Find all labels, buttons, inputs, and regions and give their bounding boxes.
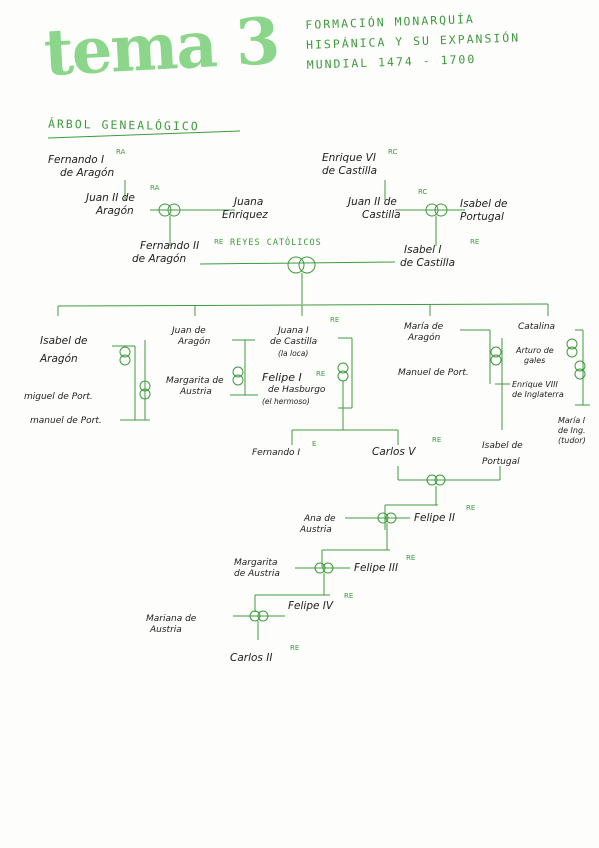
title-tag: RE bbox=[406, 554, 416, 562]
person-maria-aragon: María de Aragón bbox=[404, 322, 443, 344]
person-line: Enrique VI bbox=[322, 152, 376, 164]
title-tag: RE bbox=[344, 592, 354, 600]
person-juana-enriquez: Juana Enriquez bbox=[196, 196, 268, 222]
person-fernando-i-emperor: Fernando I bbox=[252, 448, 301, 458]
reyes-catolicos-label: REYES CATÓLICOS bbox=[230, 238, 322, 248]
person-line: (el hermoso) bbox=[262, 397, 310, 406]
person-line: de Aragón bbox=[132, 253, 187, 265]
person-line: Felipe I bbox=[262, 371, 302, 384]
person-line: Ana de bbox=[304, 514, 336, 524]
person-juana-i: Juana I de Castilla (la loca) bbox=[270, 326, 317, 359]
person-miguel-portugal: miguel de Port. bbox=[24, 392, 93, 402]
person-line: (tudor) bbox=[558, 436, 586, 445]
person-manuel-portugal-2: Manuel de Port. bbox=[398, 368, 469, 378]
person-line: de Inglaterra bbox=[512, 390, 564, 399]
person-line: de Castilla bbox=[270, 337, 318, 347]
person-ana-austria: Ana de Austria bbox=[300, 514, 336, 536]
person-line: Aragón bbox=[40, 353, 78, 365]
person-line: Austria bbox=[150, 625, 182, 635]
person-felipe-ii: Felipe II bbox=[414, 512, 455, 524]
person-line: Juan II de bbox=[348, 196, 397, 208]
person-felipe-iv: Felipe IV bbox=[288, 600, 334, 612]
person-line: Isabel I bbox=[404, 244, 442, 256]
person-line: gales bbox=[524, 356, 546, 365]
person-maria-tudor: María I de Ing. (tudor) bbox=[558, 416, 586, 446]
person-carlos-v: Carlos V bbox=[372, 446, 416, 458]
person-arturo: Arturo de gales bbox=[516, 346, 554, 366]
person-juan-aragon: Juan de Aragón bbox=[172, 326, 210, 348]
person-line: de Castilla bbox=[400, 257, 456, 269]
person-line: Enriquez bbox=[222, 209, 268, 221]
person-line: María de bbox=[404, 322, 444, 332]
person-line: (la loca) bbox=[278, 349, 309, 358]
person-line: Mariana de bbox=[146, 614, 197, 624]
person-line: Enrique VIII bbox=[512, 380, 558, 389]
person-line: Portugal bbox=[460, 211, 504, 223]
person-carlos-ii: Carlos II bbox=[230, 652, 273, 664]
person-isabel-aragon: Isabel de Aragón bbox=[40, 332, 88, 368]
person-juan-ii-castilla: Juan II de Castilla bbox=[348, 196, 401, 222]
person-margarita-austria-2: Margarita de Austria bbox=[234, 558, 280, 580]
person-catalina: Catalina bbox=[518, 322, 556, 332]
person-line: Aragón bbox=[408, 333, 441, 343]
title-tag: RC bbox=[418, 188, 428, 196]
person-line: Isabel de bbox=[40, 335, 88, 347]
person-line: Fernando I bbox=[48, 154, 105, 166]
person-line: Isabel de bbox=[460, 198, 508, 210]
person-enrique-viii: Enrique VIII de Inglaterra bbox=[512, 380, 564, 400]
person-juan-ii-aragon: Juan II de Aragón bbox=[86, 192, 135, 218]
person-fernando-ii: Fernando II de Aragón bbox=[132, 240, 199, 266]
person-line: Juan de bbox=[172, 326, 206, 336]
person-line: Austria bbox=[180, 387, 212, 397]
person-line: Aragón bbox=[96, 205, 134, 217]
person-line: de Aragón bbox=[60, 167, 115, 179]
person-line: Castilla bbox=[362, 209, 401, 221]
person-line: de Ing. bbox=[558, 426, 586, 435]
title-tag: RE bbox=[330, 316, 340, 324]
person-line: María I bbox=[558, 416, 586, 425]
title-tag: RE bbox=[466, 504, 476, 512]
person-isabel-portugal-2: Isabel de Portugal bbox=[482, 438, 523, 470]
person-felipe-iii: Felipe III bbox=[354, 562, 399, 574]
person-line: de Hasburgo bbox=[268, 385, 326, 395]
title-tag: RE bbox=[290, 644, 300, 652]
title-tag: E bbox=[312, 440, 317, 448]
person-fernando-i: Fernando I de Aragón bbox=[48, 154, 114, 180]
title-tag: RE bbox=[316, 370, 326, 378]
person-line: Portugal bbox=[482, 457, 520, 467]
person-line: Austria bbox=[300, 525, 332, 535]
person-line: Margarita bbox=[234, 558, 278, 568]
person-felipe-i: Felipe I de Hasburgo (el hermoso) bbox=[262, 372, 325, 408]
title-tag: RA bbox=[116, 148, 126, 156]
person-line: Fernando II bbox=[140, 240, 200, 252]
person-mariana-austria: Mariana de Austria bbox=[146, 614, 196, 636]
title-tag: RC bbox=[388, 148, 398, 156]
person-isabel-i: Isabel I de Castilla bbox=[400, 244, 455, 270]
person-line: de Austria bbox=[234, 569, 280, 579]
person-line: Aragón bbox=[178, 337, 211, 347]
title-tag: RE bbox=[214, 238, 224, 246]
person-enrique-vi: Enrique VI de Castilla bbox=[322, 152, 377, 178]
person-line: de Castilla bbox=[322, 165, 378, 177]
person-manuel-portugal-1: manuel de Port. bbox=[30, 416, 102, 426]
person-line: Arturo de bbox=[516, 346, 554, 355]
person-line: Margarita de bbox=[166, 376, 224, 386]
person-isabel-portugal: Isabel de Portugal bbox=[460, 198, 508, 224]
title-tag: RE bbox=[470, 238, 480, 246]
person-line: Juana bbox=[234, 196, 264, 208]
title-tag: RE bbox=[432, 436, 442, 444]
person-line: Juan II de bbox=[86, 192, 135, 204]
title-tag: RA bbox=[150, 184, 160, 192]
person-line: Juana I bbox=[278, 326, 309, 336]
person-margarita-austria-1: Margarita de Austria bbox=[166, 376, 224, 398]
person-line: Isabel de bbox=[482, 441, 523, 451]
